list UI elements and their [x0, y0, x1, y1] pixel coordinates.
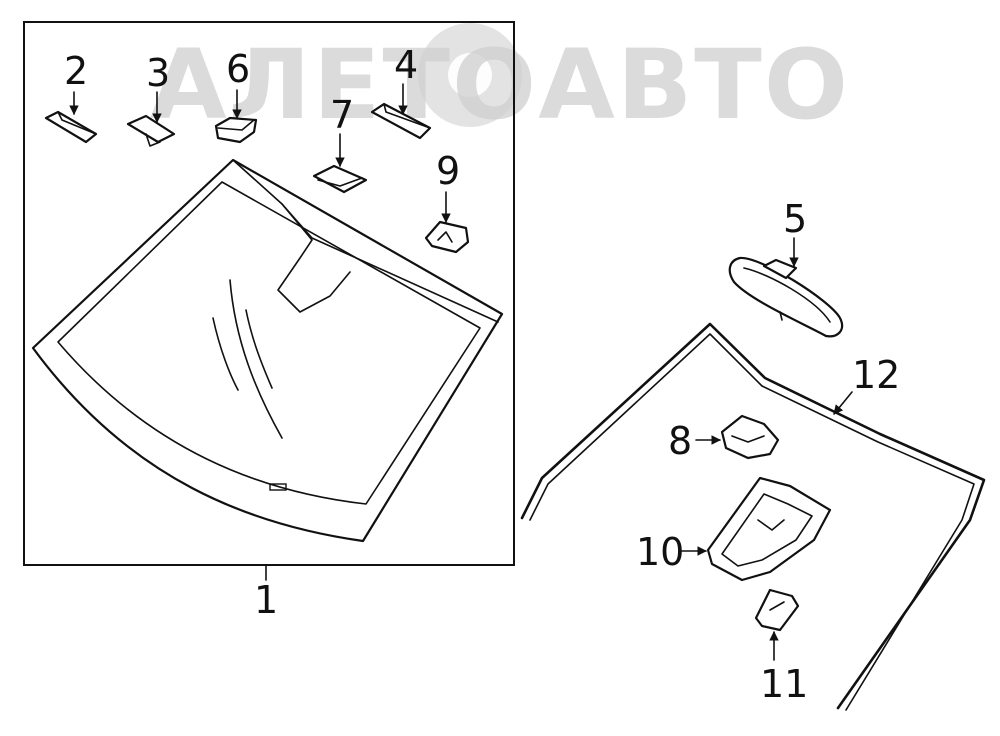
callout-12: 12	[852, 353, 900, 397]
callout-10: 10	[636, 530, 684, 574]
callout-9: 9	[436, 149, 460, 193]
windshield-group-frame	[23, 21, 515, 566]
part-3-tape[interactable]	[126, 114, 176, 147]
callout-8: 8	[668, 419, 692, 463]
callout-4: 4	[394, 43, 418, 87]
part-10-cover[interactable]	[706, 476, 832, 582]
leader-line-12	[833, 391, 853, 415]
part-2-pad[interactable]	[44, 110, 98, 144]
gear-icon	[418, 23, 522, 127]
callout-1: 1	[254, 578, 278, 622]
part-12-weatherstrip[interactable]	[520, 322, 986, 711]
callout-11: 11	[760, 662, 808, 706]
callout-5: 5	[783, 197, 807, 241]
part-5-rearview-mirror[interactable]	[728, 256, 844, 338]
callout-3: 3	[146, 51, 170, 95]
callout-6: 6	[226, 47, 250, 91]
part-9-clip[interactable]	[424, 220, 470, 254]
watermark-logo: АЛЕТОАВТО	[150, 23, 850, 141]
part-6-block[interactable]	[214, 116, 258, 144]
part-4-strip[interactable]	[370, 102, 432, 140]
part-8-bracket[interactable]	[720, 414, 780, 460]
callout-2: 2	[64, 49, 88, 93]
watermark-text: АЛЕТОАВТО	[150, 29, 850, 141]
windshield-glass[interactable]	[31, 158, 504, 543]
callout-7: 7	[330, 93, 354, 137]
part-7-sheet[interactable]	[312, 164, 368, 194]
part-11-clip[interactable]	[754, 588, 800, 632]
